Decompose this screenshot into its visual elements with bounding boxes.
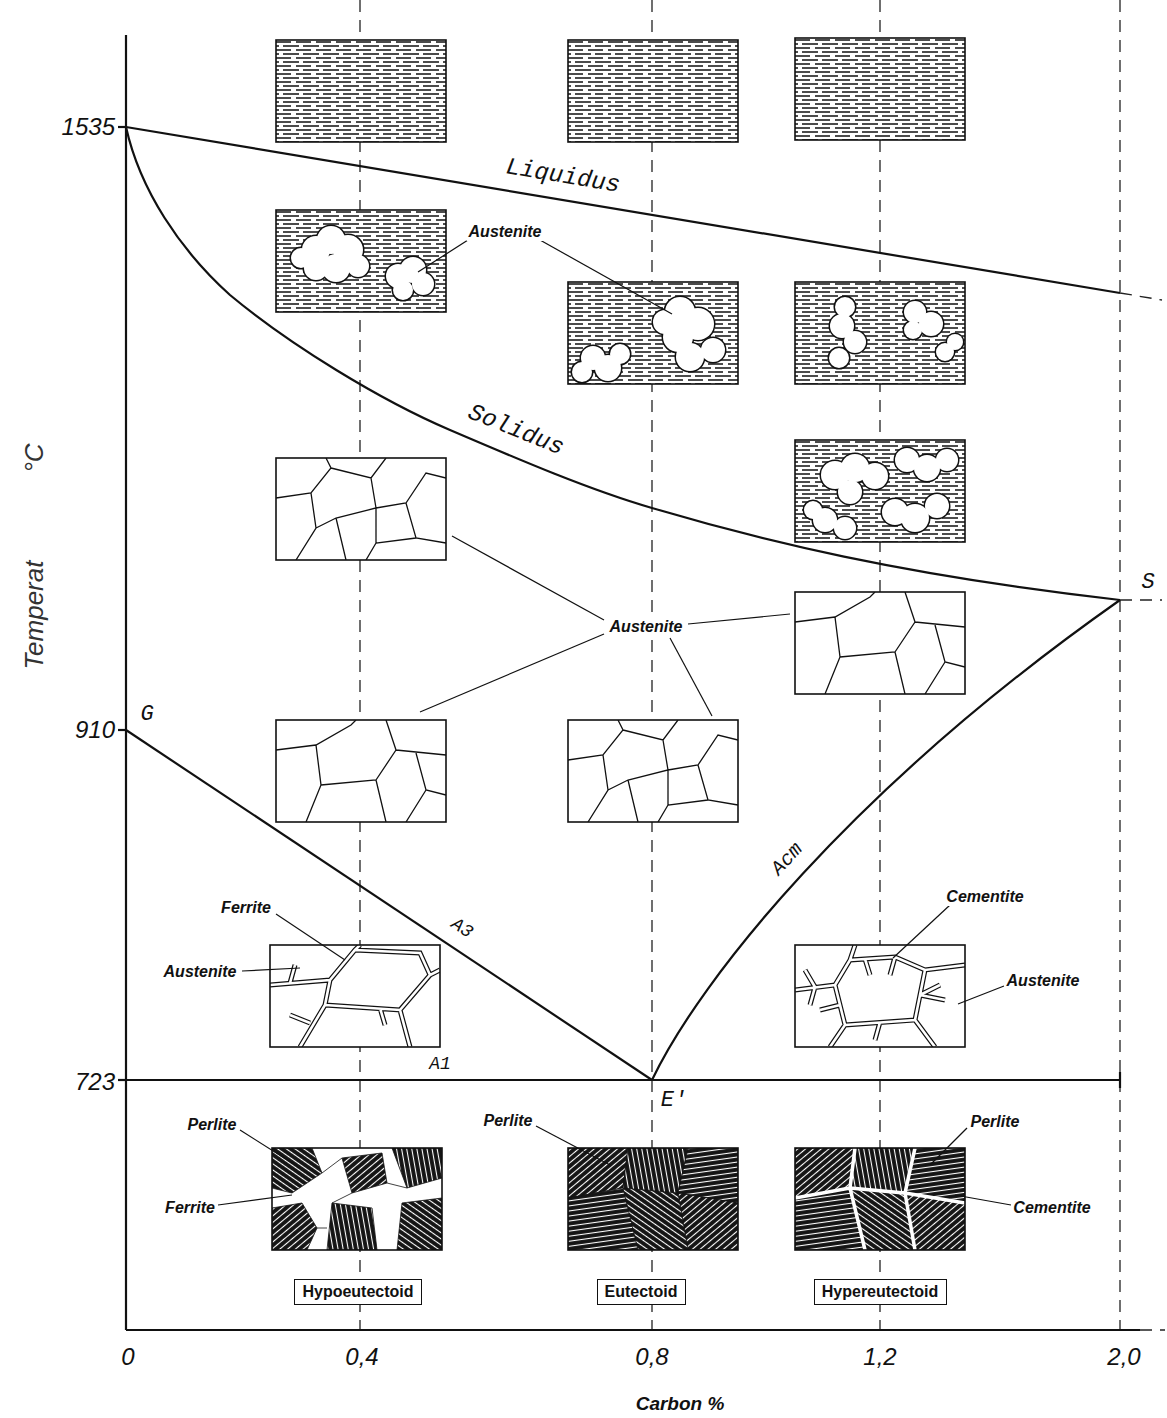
a1-line: [126, 1079, 1120, 1081]
phase-label: Ferrite: [219, 899, 273, 917]
cementite-austenite-micrograph: [795, 945, 965, 1047]
phase-label: Perlite: [186, 1116, 239, 1134]
phase-label: Austenite: [467, 223, 544, 241]
phase-class-box: Hypereutectoid: [814, 1279, 947, 1305]
axis-value: 1535: [60, 113, 117, 141]
axis-value: 0,8: [633, 1343, 670, 1371]
phase-class-box: Hypoeutectoid: [294, 1279, 422, 1305]
phase-label: Cementite: [944, 888, 1025, 906]
phase-label: Perlite: [482, 1112, 535, 1130]
point-label: S: [1139, 570, 1156, 595]
austenite-micrograph: [795, 592, 965, 694]
solidus-curve: [126, 127, 1120, 600]
axis-value: 0: [119, 1343, 136, 1371]
axis-value: 910: [73, 716, 117, 744]
liquid-micrograph: [568, 40, 738, 142]
axis-value: 0,4: [343, 1343, 380, 1371]
phase-label: Cementite: [1011, 1199, 1092, 1217]
phase-label: Austenite: [608, 618, 685, 636]
curve-label: Solidus: [462, 398, 569, 462]
curve-label: A1: [427, 1054, 453, 1074]
leader-lines: [218, 240, 1011, 1205]
liquidus-line: [126, 127, 1120, 293]
axes: [118, 35, 1140, 1330]
phase-label: Ferrite: [163, 1199, 217, 1217]
axis-value: 723: [73, 1068, 117, 1096]
node-text: Hypereutectoid: [822, 1282, 938, 1301]
pearlite-ferrite-micrograph: [272, 1148, 442, 1250]
liquid-austenite-micrograph: [795, 282, 965, 384]
pearlite-cementite-micrograph: [795, 1148, 965, 1250]
axis-title: Temperat: [19, 559, 50, 672]
liquid-austenite-micrograph: [568, 282, 738, 384]
curve-label: A3: [446, 913, 478, 944]
node-text: Eutectoid: [605, 1282, 678, 1301]
austenite-micrograph: [276, 720, 446, 822]
axis-title: Carbon %: [634, 1393, 727, 1415]
axis-value: 1,2: [861, 1343, 898, 1371]
ferrite-austenite-micrograph: [270, 945, 440, 1047]
point-label: E': [659, 1088, 689, 1113]
austenite-micrograph: [276, 458, 446, 560]
phase-lines: [126, 127, 1120, 1088]
pearlite-micrograph: [568, 1148, 738, 1250]
axis-title: °C: [19, 441, 50, 474]
liquid-micrograph: [276, 40, 446, 142]
point-label: G: [138, 702, 155, 727]
liquid-austenite-micrograph: [795, 440, 965, 542]
phase-class-box: Eutectoid: [597, 1279, 686, 1305]
phase-label: Austenite: [162, 963, 239, 981]
guide-lines: [360, 0, 1165, 1330]
austenite-micrograph: [568, 720, 738, 822]
phase-label: Perlite: [969, 1113, 1022, 1131]
liquid-austenite-micrograph: [276, 210, 446, 312]
axis-value: 2,0: [1105, 1343, 1142, 1371]
node-text: Hypoeutectoid: [302, 1282, 413, 1301]
liquid-micrograph: [795, 38, 965, 140]
phase-label: Austenite: [1005, 972, 1082, 990]
